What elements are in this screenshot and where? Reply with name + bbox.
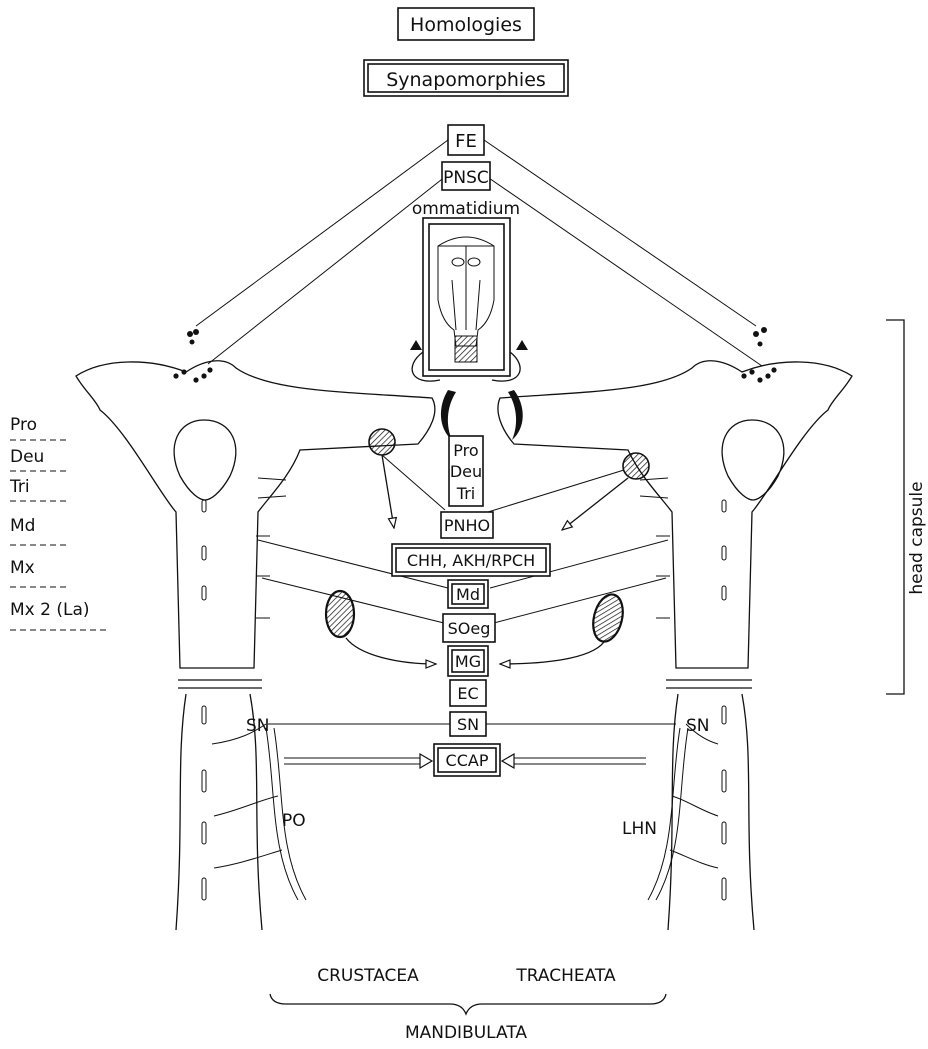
segment-md: Md xyxy=(10,516,35,536)
mandibulata-label: MANDIBULATA xyxy=(405,1023,527,1043)
soeg-box: SOeg xyxy=(443,614,495,642)
mandibulata-brace xyxy=(270,994,666,1014)
tracheata-label: TRACHEATA xyxy=(515,966,616,986)
crustacea-label: CRUSTACEA xyxy=(317,966,419,986)
md-label: Md xyxy=(456,585,480,604)
chh-label: CHH, AKH/RPCH xyxy=(407,551,535,570)
ommatidium-label: ommatidium xyxy=(412,199,520,219)
pro-deu-tri-box: Pro Deu Tri xyxy=(449,436,483,506)
ccap-label: CCAP xyxy=(446,751,489,770)
right-brain xyxy=(488,327,852,930)
ec-label: EC xyxy=(457,684,478,703)
segment-mx: Mx xyxy=(10,558,35,578)
segment-deu: Deu xyxy=(10,447,44,467)
center-pro-label: Pro xyxy=(453,441,478,460)
left-brain xyxy=(76,329,456,930)
legend-homologies: Homologies xyxy=(398,8,534,40)
md-box: Md xyxy=(448,580,488,608)
segment-labels: Pro Deu Tri Md Mx Mx 2 (La) xyxy=(9,415,108,630)
fe-label: FE xyxy=(455,131,477,152)
right-peripheral-nerves xyxy=(648,724,718,900)
pnho-label: PNHO xyxy=(444,516,490,535)
legend-homologies-label: Homologies xyxy=(410,14,522,36)
pnsc-box: PNSC xyxy=(442,162,490,190)
center-deu-label: Deu xyxy=(450,462,482,481)
ommatidium-figure xyxy=(410,218,528,381)
head-capsule-label: head capsule xyxy=(907,481,927,594)
pnho-box: PNHO xyxy=(441,512,493,538)
sn-right-label: SN xyxy=(686,716,710,736)
chh-box: CHH, AKH/RPCH xyxy=(392,544,550,576)
ec-box: EC xyxy=(450,680,486,706)
sn-box: SN xyxy=(450,712,486,736)
pnsc-label: PNSC xyxy=(443,168,489,188)
center-tri-label: Tri xyxy=(456,484,475,503)
head-capsule-bracket: head capsule xyxy=(886,320,927,694)
po-label: PO xyxy=(282,811,306,831)
segment-tri: Tri xyxy=(9,477,30,497)
sn-label: SN xyxy=(457,715,479,734)
fe-box: FE xyxy=(448,125,484,155)
lhn-label: LHN xyxy=(622,819,657,839)
ccap-box: CCAP xyxy=(434,744,500,776)
legend-synapomorphies: Synapomorphies xyxy=(364,60,568,96)
sn-left-label: SN xyxy=(246,716,270,736)
mg-label: MG xyxy=(455,652,481,671)
legend-synapomorphies-label: Synapomorphies xyxy=(386,69,546,91)
segment-mx2: Mx 2 (La) xyxy=(10,600,90,620)
segment-pro: Pro xyxy=(10,415,37,435)
mg-box: MG xyxy=(448,646,488,676)
soeg-label: SOeg xyxy=(448,619,491,638)
